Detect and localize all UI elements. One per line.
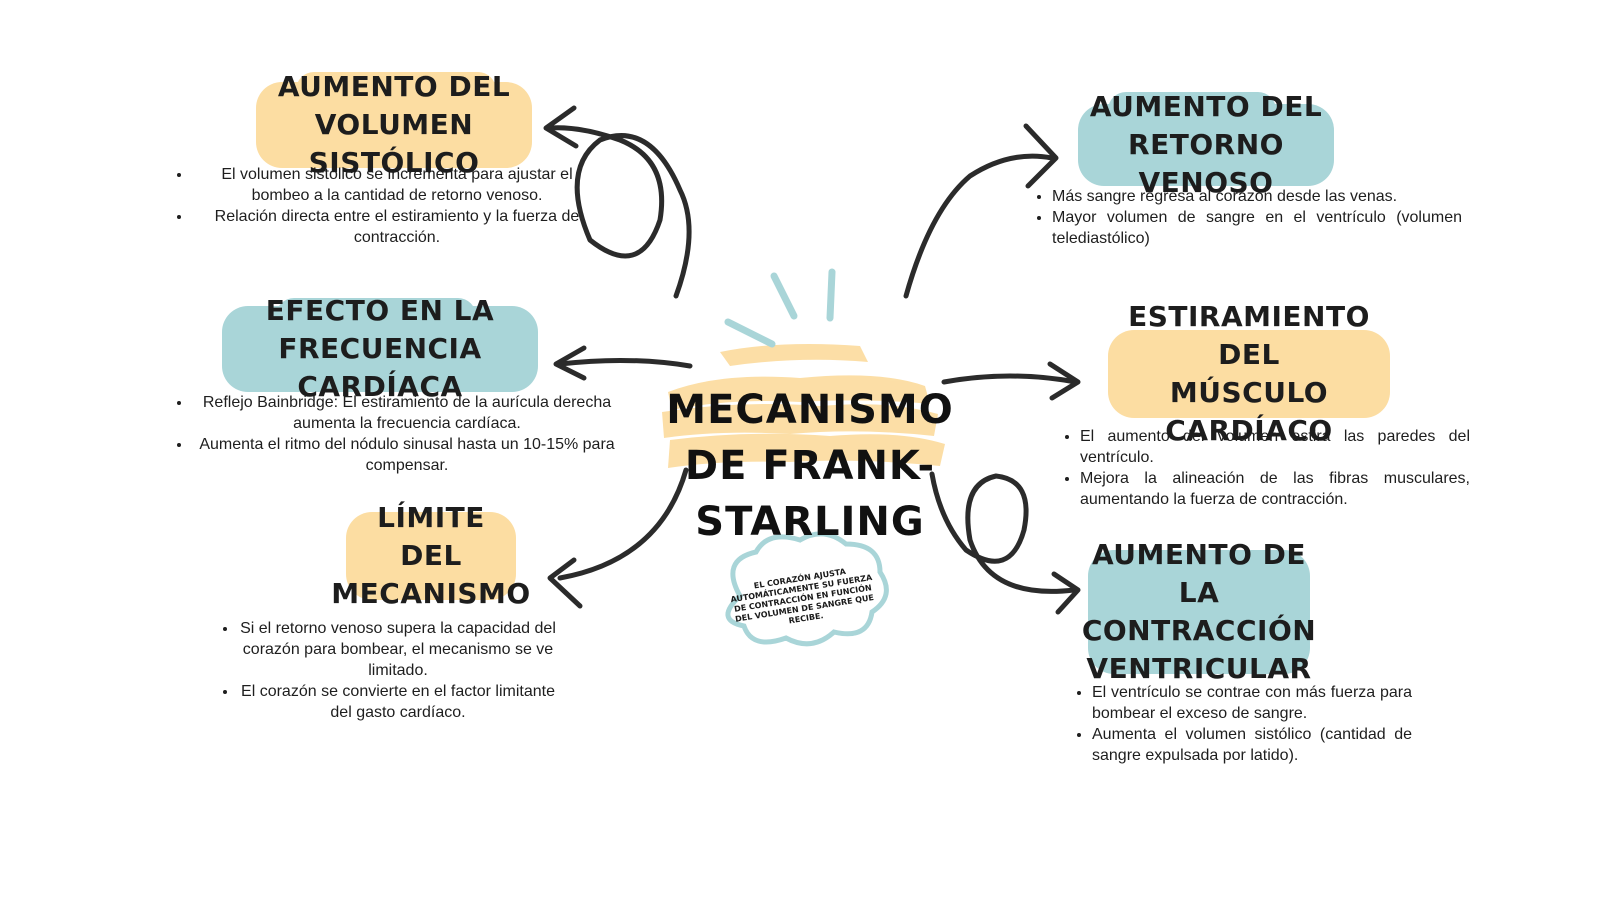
node-title-line: MECANISMO [331, 577, 531, 610]
bullet-list-limite: Si el retorno venoso supera la capacidad… [216, 618, 558, 723]
arrowhead-retorno [1023, 123, 1059, 189]
bullet-list-estiramiento: El aumento del volumen estira las parede… [1058, 426, 1470, 510]
node-title-estiramiento: ESTIRAMIENTO DEL MÚSCULO CARDÍACO [1108, 300, 1390, 447]
node-title-frecuencia: EFECTO EN LA FRECUENCIA CARDÍACA [222, 294, 538, 403]
node-title-line: AUMENTO DE LA [1092, 538, 1306, 609]
center-title: MECANISMO DE FRANK- STARLING [660, 382, 960, 550]
list-item: Relación directa entre el estiramiento y… [192, 206, 602, 248]
node-title-line: FRECUENCIA CARDÍACA [278, 332, 482, 403]
center-title-line-1: MECANISMO [666, 387, 954, 433]
arrow-to-limite [557, 467, 689, 581]
list-item: Aumenta el ritmo del nódulo sinusal hast… [192, 434, 622, 476]
node-title-limite: LÍMITE DEL MECANISMO [331, 501, 530, 610]
node-title-line: ESTIRAMIENTO DEL [1128, 300, 1370, 371]
brush-highlight [662, 344, 945, 468]
arrowhead-contraccion [1051, 571, 1081, 615]
node-title-retorno: AUMENTO DEL RETORNO VENOSO [1078, 90, 1334, 199]
node-title-line: AUMENTO DEL [277, 70, 511, 103]
list-item: Si el retorno venoso supera la capacidad… [238, 618, 558, 681]
list-item: El aumento del volumen estira las parede… [1080, 426, 1470, 468]
center-title-line-2: DE FRANK- [684, 443, 936, 489]
arrow-to-retorno [903, 153, 1055, 299]
arrow-to-volumen [547, 125, 692, 299]
node-title-line: CONTRACCIÓN [1081, 614, 1317, 647]
list-item: El ventrículo se contrae con más fuerza … [1092, 682, 1412, 724]
node-title-line: MÚSCULO CARDÍACO [1165, 376, 1333, 447]
list-item: El volumen sistólico se incrementa para … [192, 164, 602, 206]
list-item: Más sangre regresa al corazón desde las … [1052, 186, 1462, 207]
cloud-shape [725, 531, 889, 647]
arrowhead-volumen [543, 105, 579, 149]
node-title-line: LÍMITE DEL [377, 501, 485, 572]
node-title-line: VOLUMEN SISTÓLICO [308, 108, 480, 179]
list-item: El corazón se convierte en el factor lim… [238, 681, 558, 723]
arrow-to-contraccion [929, 471, 1077, 594]
node-title-line: RETORNO VENOSO [1128, 128, 1284, 199]
node-title-line: AUMENTO DEL [1089, 90, 1323, 123]
arrowhead-limite [547, 557, 583, 609]
node-title-contraccion: AUMENTO DE LA CONTRACCIÓN VENTRICULAR [1082, 538, 1316, 685]
node-title-line: VENTRICULAR [1086, 652, 1312, 685]
node-title-volumen: AUMENTO DEL VOLUMEN SISTÓLICO [256, 70, 532, 179]
bullet-list-frecuencia: Reflejo Bainbridge: El estiramiento de l… [170, 392, 622, 476]
accent-rays [724, 268, 836, 348]
arrow-to-frecuencia [557, 357, 693, 369]
arrowhead-estiramiento [1047, 361, 1081, 401]
list-item: Reflejo Bainbridge: El estiramiento de l… [192, 392, 622, 434]
node-title-line: EFECTO EN LA [265, 294, 495, 327]
bullet-list-contraccion: El ventrículo se contrae con más fuerza … [1070, 682, 1412, 766]
bullet-list-volumen: El volumen sistólico se incrementa para … [170, 164, 602, 248]
arrow-to-estiramiento [941, 373, 1079, 385]
center-title-line-3: STARLING [695, 499, 925, 545]
arrowhead-frecuencia [553, 345, 587, 381]
list-item: Mayor volumen de sangre en el ventrículo… [1052, 207, 1462, 249]
bullet-list-retorno: Más sangre regresa al corazón desde las … [1030, 186, 1462, 249]
list-item: Aumenta el volumen sistólico (cantidad d… [1092, 724, 1412, 766]
list-item: Mejora la alineación de las fibras muscu… [1080, 468, 1470, 510]
